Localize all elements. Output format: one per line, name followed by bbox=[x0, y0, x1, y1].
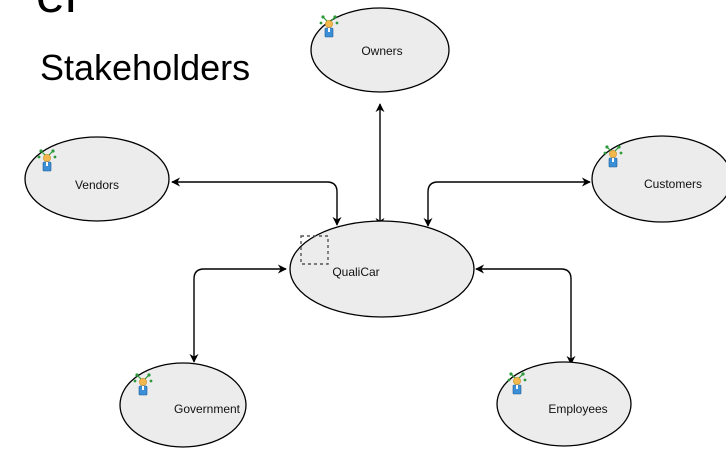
node-vendors[interactable]: Vendors bbox=[24, 136, 170, 222]
node-qualicar[interactable]: QualiCar bbox=[289, 220, 475, 318]
placeholder-box-icon bbox=[300, 235, 329, 265]
edge-customers-qualicar bbox=[423, 177, 591, 227]
node-label-customers: Customers bbox=[644, 177, 702, 191]
node-label-vendors: Vendors bbox=[75, 178, 119, 192]
node-label-qualicar: QualiCar bbox=[332, 265, 379, 279]
node-government[interactable]: Government bbox=[119, 362, 247, 448]
node-label-employees: Employees bbox=[548, 402, 607, 416]
edge-government-qualicar bbox=[189, 264, 287, 363]
node-employees[interactable]: Employees bbox=[496, 361, 632, 447]
slide-title-partial: er bbox=[36, 0, 82, 16]
edge-employees-qualicar bbox=[475, 264, 576, 365]
node-owners[interactable]: Owners bbox=[310, 7, 450, 93]
edge-vendors-qualicar bbox=[171, 177, 342, 226]
node-label-government: Government bbox=[174, 402, 241, 416]
node-customers[interactable]: Customers bbox=[591, 135, 726, 223]
node-label-owners: Owners bbox=[361, 44, 402, 58]
slide-subtitle: Stakeholders bbox=[40, 47, 251, 88]
slide-title-partial-text: er bbox=[36, 0, 82, 16]
